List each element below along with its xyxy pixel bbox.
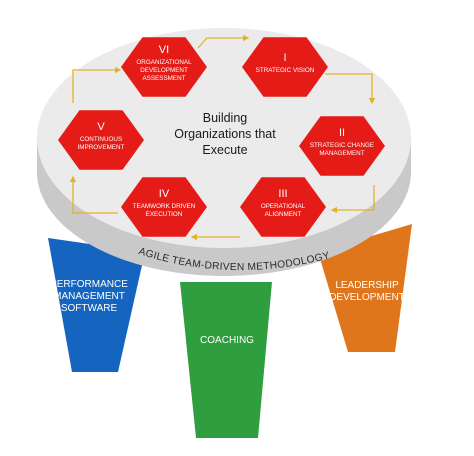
step-label-line: MANAGEMENT	[319, 150, 364, 157]
step-label-line: EXECUTION	[146, 211, 183, 218]
step-numeral: III	[278, 188, 287, 200]
arrow-iv-to-v	[69, 175, 118, 214]
leg-label-line: DEVELOPMENT	[329, 292, 405, 303]
arrow-i-to-ii	[325, 73, 376, 105]
leg-label-line: SOFTWARE	[61, 303, 118, 314]
hexagon-shape	[121, 37, 207, 97]
step-label-line: STRATEGIC VISION	[256, 67, 315, 74]
center-title-line: Execute	[202, 143, 247, 157]
step-numeral: I	[283, 52, 286, 64]
step-label-line: OPERATIONAL	[261, 203, 306, 210]
cycle-arrows	[69, 34, 376, 241]
hexagon-shape	[121, 177, 207, 237]
step-numeral: II	[339, 127, 345, 139]
leg-label-line: MANAGEMENT	[53, 291, 125, 302]
step-label-line: CONTINUOUS	[80, 136, 122, 143]
step-hexagon-i: I STRATEGIC VISION	[242, 37, 328, 97]
hexagon-shape	[240, 177, 326, 237]
arrow-vi-to-i	[197, 34, 250, 49]
step-label-line: ORGANIZATIONAL	[136, 59, 192, 66]
step-numeral: VI	[159, 44, 169, 56]
step-hexagons: I STRATEGIC VISION II STRATEGIC CHANGEMANAG…	[58, 37, 385, 237]
seat-top	[37, 28, 411, 248]
leg-center	[180, 282, 272, 438]
leg-label: COACHING	[200, 335, 254, 346]
center-title-line: Organizations that	[174, 127, 276, 141]
step-numeral: IV	[159, 188, 170, 200]
step-label-line: IMPROVEMENT	[78, 144, 125, 151]
arrow-ii-to-iii	[330, 185, 375, 214]
leg-label-line: COACHING	[200, 335, 254, 346]
arrow-v-to-vi	[72, 66, 122, 103]
step-label-line: DEVELOPMENT	[140, 67, 188, 74]
leg-label-line: LEADERSHIP	[335, 280, 399, 291]
leg-left	[48, 238, 145, 372]
step-label-line: ALIGNMENT	[265, 211, 302, 218]
hexagon-shape	[299, 116, 385, 176]
leg-right	[318, 224, 412, 352]
hexagon-shape	[58, 110, 144, 170]
step-label-line: ASSESSMENT	[142, 75, 185, 82]
step-label-line: TEAMWORK DRIVEN	[133, 203, 196, 210]
step-label-line: STRATEGIC CHANGE	[310, 142, 374, 149]
center-title-line: Building	[203, 111, 248, 125]
step-numeral: V	[97, 121, 105, 133]
leg-label-line: PERFORMANCE	[50, 279, 128, 290]
hexagon-shape	[242, 37, 328, 97]
